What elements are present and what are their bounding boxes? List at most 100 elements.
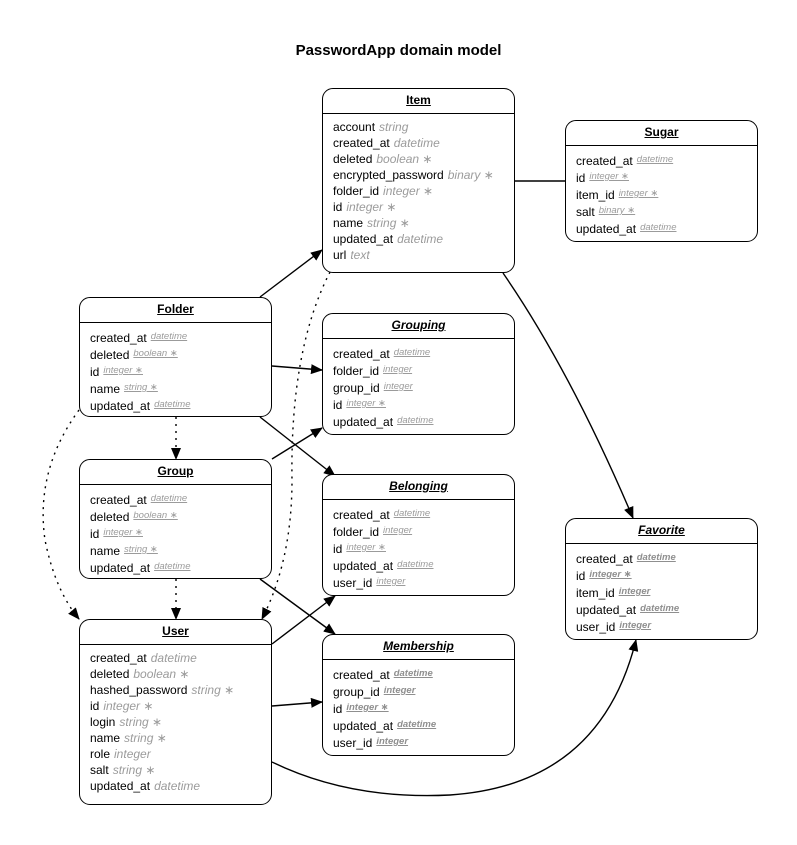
attribute-name: group_id xyxy=(333,381,380,395)
attribute-type: integer ∗ xyxy=(346,702,389,713)
edge-item-favorite xyxy=(502,272,634,519)
attribute-name: id xyxy=(333,702,343,716)
attribute-name: user_id xyxy=(333,736,373,750)
edge-folder-grouping xyxy=(271,364,323,375)
attribute-name: id xyxy=(576,171,586,185)
attribute-name: url xyxy=(333,248,347,262)
attribute-type: integer xyxy=(383,364,413,375)
attribute-type: integer ∗ xyxy=(346,398,386,409)
attribute-type: integer xyxy=(619,620,652,631)
attribute-type: integer ∗ xyxy=(589,171,629,182)
entity-membership-name: Membership xyxy=(323,635,514,660)
attribute-name: created_at xyxy=(333,136,390,150)
attribute-name: name xyxy=(90,544,121,558)
entity-favorite-name: Favorite xyxy=(566,519,757,544)
attribute-name: deleted xyxy=(90,348,130,362)
attribute-name: updated_at xyxy=(333,232,394,246)
attribute-name: created_at xyxy=(576,154,633,168)
attribute-type: integer ∗ xyxy=(103,699,154,713)
attribute-type: boolean ∗ xyxy=(133,667,190,681)
attribute-name: updated_at xyxy=(90,399,151,413)
attribute-name: id xyxy=(90,365,100,379)
attribute-name: created_at xyxy=(333,508,390,522)
attribute-name: deleted xyxy=(90,510,130,524)
attribute-name: updated_at xyxy=(90,561,151,575)
attribute-name: item_id xyxy=(576,586,615,600)
attribute-name: updated_at xyxy=(333,559,394,573)
edge-folder-belonging xyxy=(259,416,336,477)
attribute-type: integer xyxy=(383,381,413,392)
attribute-type: integer ∗ xyxy=(103,365,143,376)
attribute-type: integer xyxy=(114,747,151,761)
attribute-type: string ∗ xyxy=(124,382,158,393)
attribute-name: id xyxy=(90,699,100,713)
attribute-type: integer xyxy=(383,525,413,536)
attribute-type: binary ∗ xyxy=(447,168,494,182)
attribute-name: id xyxy=(333,200,343,214)
attribute-type: binary ∗ xyxy=(598,205,636,216)
attribute-name: updated_at xyxy=(333,719,394,733)
attribute-type: boolean ∗ xyxy=(376,152,433,166)
edge-group-grouping xyxy=(271,427,323,460)
attribute-type: string ∗ xyxy=(112,763,156,777)
attribute-name: created_at xyxy=(576,552,633,566)
attribute-name: login xyxy=(90,715,116,729)
attribute-type: boolean ∗ xyxy=(133,510,178,521)
entity-group-name: Group xyxy=(80,460,271,485)
attribute-name: group_id xyxy=(333,685,380,699)
edge-user-belonging xyxy=(271,595,336,645)
attribute-name: folder_id xyxy=(333,364,380,378)
attribute-type: datetime xyxy=(397,559,434,570)
attribute-name: updated_at xyxy=(90,779,151,793)
attribute-type: integer ∗ xyxy=(346,200,397,214)
attribute-type: integer ∗ xyxy=(618,188,659,199)
attribute-type: integer ∗ xyxy=(383,184,434,198)
attribute-type: string ∗ xyxy=(191,683,235,697)
entity-user-name: User xyxy=(80,620,271,645)
attribute-type: datetime xyxy=(150,331,188,342)
entity-item-name: Item xyxy=(323,89,514,114)
attribute-name: role xyxy=(90,747,111,761)
attribute-name: created_at xyxy=(90,493,147,507)
attribute-type: datetime xyxy=(154,399,191,410)
attribute-type: datetime xyxy=(150,493,188,504)
attribute-type: string ∗ xyxy=(119,715,163,729)
entity-sugar-name: Sugar xyxy=(566,121,757,146)
attribute-name: id xyxy=(576,569,586,583)
attribute-type: integer ∗ xyxy=(103,527,143,538)
attribute-name: name xyxy=(90,382,121,396)
attribute-type: datetime xyxy=(397,719,437,730)
attribute-type: integer ∗ xyxy=(346,542,386,553)
attribute-name: name xyxy=(90,731,121,745)
attribute-name: updated_at xyxy=(576,222,637,236)
